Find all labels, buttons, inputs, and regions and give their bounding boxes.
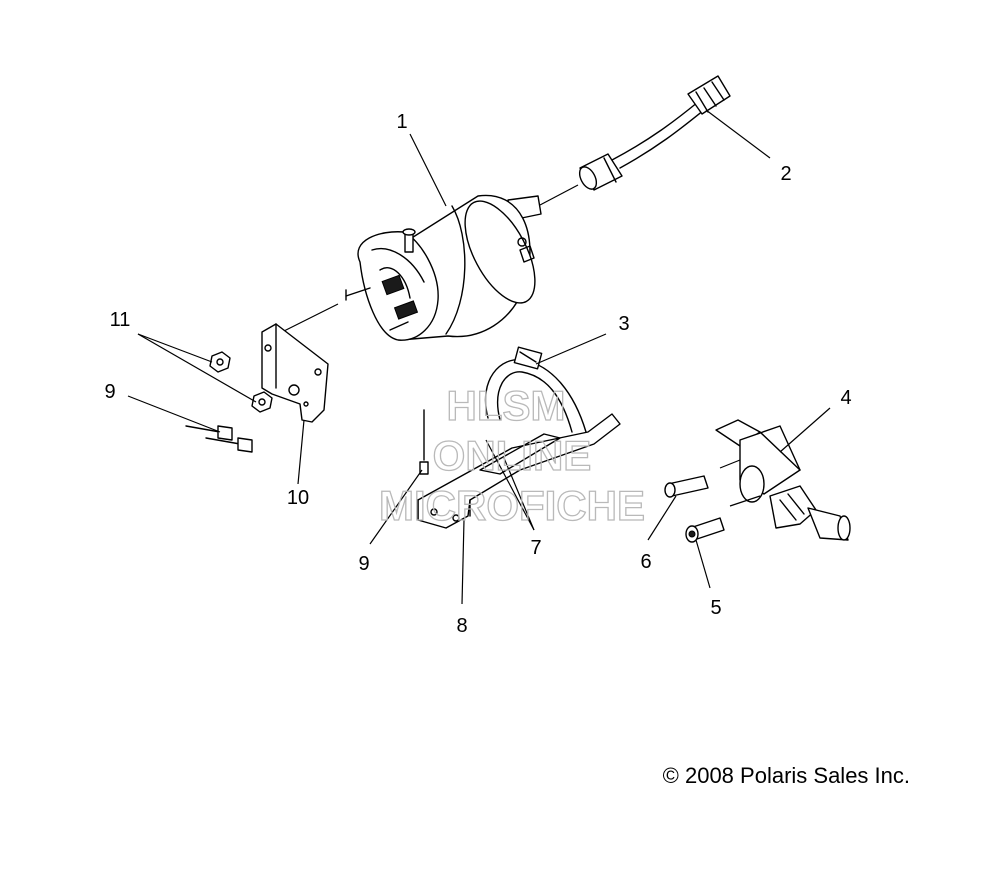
leader-7a <box>485 439 535 531</box>
starter-cable <box>578 75 731 191</box>
leader-10 <box>297 419 305 485</box>
callout-9-center: 9 <box>358 553 369 575</box>
leader-3 <box>535 333 607 365</box>
leader-8 <box>461 519 465 605</box>
mounting-bracket <box>417 346 621 529</box>
callout-2: 2 <box>780 163 791 185</box>
callout-4: 4 <box>840 387 851 409</box>
starter-motor <box>269 184 579 341</box>
leader-4 <box>779 407 831 453</box>
leader-6 <box>647 495 677 541</box>
callout-3: 3 <box>618 313 629 335</box>
leader-11b <box>137 333 257 403</box>
watermark-line-2: ONLINE <box>433 432 592 479</box>
leader-11a <box>137 333 213 363</box>
leader-9b <box>369 469 423 545</box>
leader-9a <box>127 395 221 433</box>
watermark: HLSM ONLINE MICROFICHE <box>378 381 645 529</box>
callout-1: 1 <box>396 111 407 133</box>
callout-7: 7 <box>530 537 541 559</box>
watermark-line-1: HLSM <box>447 382 566 429</box>
callout-10: 10 <box>287 487 309 509</box>
leader-7b <box>503 457 535 531</box>
mounting-plate <box>185 323 329 453</box>
callout-5: 5 <box>710 597 721 619</box>
leader-lines <box>127 109 831 605</box>
leader-5 <box>695 539 711 589</box>
leader-1 <box>409 133 447 207</box>
callout-8: 8 <box>456 615 467 637</box>
callout-11: 11 <box>110 309 131 331</box>
callout-6: 6 <box>640 551 651 573</box>
leader-2 <box>705 109 771 159</box>
watermark-line-3: MICROFICHE <box>379 482 645 529</box>
copyright-notice: © 2008 Polaris Sales Inc. <box>663 763 910 788</box>
callout-labels: 1 2 3 4 5 6 7 8 9 9 10 11 <box>104 111 851 637</box>
callout-9-left: 9 <box>104 381 115 403</box>
starter-drive <box>664 419 851 543</box>
